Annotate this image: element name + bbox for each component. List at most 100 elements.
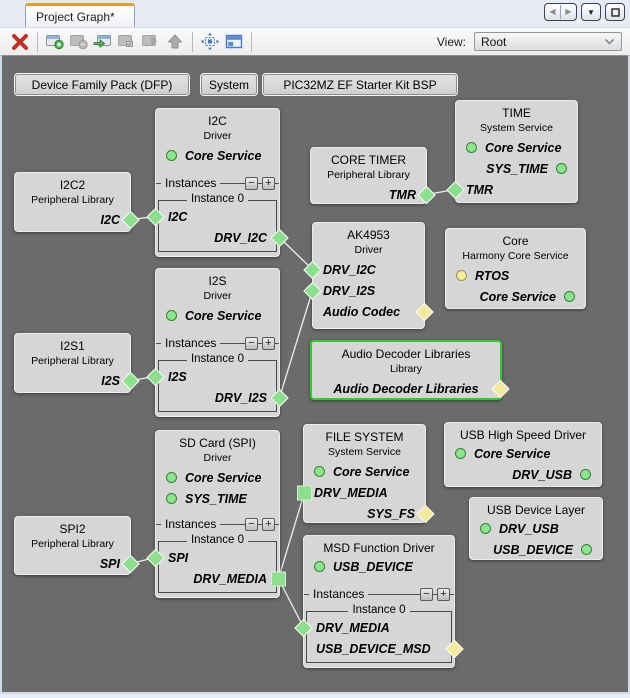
- delete-icon[interactable]: [8, 30, 32, 54]
- green-square-port-icon[interactable]: [271, 571, 286, 586]
- chip-label: System: [208, 77, 249, 92]
- green-dot-icon[interactable]: [466, 142, 477, 153]
- green-diamond-port-icon[interactable]: [121, 554, 140, 573]
- yellow-diamond-port-icon[interactable]: [491, 379, 510, 398]
- instances-add-button[interactable]: +: [437, 587, 450, 601]
- port-label: Audio Codec: [323, 304, 401, 319]
- move-up-icon[interactable]: [163, 30, 187, 54]
- instances-add-button[interactable]: +: [262, 176, 275, 190]
- add-component-icon[interactable]: [43, 30, 67, 54]
- instances-header: Instances−+: [156, 336, 279, 350]
- green-diamond-port-icon[interactable]: [121, 371, 140, 390]
- view-select[interactable]: Root: [474, 32, 622, 51]
- green-dot-icon[interactable]: [314, 466, 325, 477]
- chip-system[interactable]: System: [200, 73, 258, 96]
- remove-component-icon[interactable]: [67, 30, 91, 54]
- green-dot-icon[interactable]: [580, 469, 591, 480]
- green-dot-icon[interactable]: [166, 150, 177, 161]
- instances-add-button[interactable]: +: [262, 517, 275, 531]
- port-label: USB_DEVICE: [493, 542, 573, 557]
- fit-to-view-icon[interactable]: [198, 30, 222, 54]
- graph-canvas[interactable]: Device Family Pack (DFP) System PIC32MZ EF…: [0, 55, 630, 694]
- legend-line: [275, 182, 279, 184]
- green-diamond-port-icon[interactable]: [146, 548, 165, 567]
- port-label: Audio Decoder Libraries: [333, 381, 479, 396]
- port-label: DRV_I2S: [323, 283, 376, 298]
- yellow-diamond-port-icon[interactable]: [445, 639, 464, 658]
- accept-component-icon[interactable]: [115, 30, 139, 54]
- connection-line: [278, 290, 314, 398]
- green-dot-icon[interactable]: [166, 310, 177, 321]
- green-dot-icon[interactable]: [556, 163, 567, 174]
- instances-label: Instances: [313, 587, 365, 601]
- port-row-drv-usb: DRV_USB: [470, 518, 602, 539]
- instances-add-button[interactable]: +: [262, 336, 275, 350]
- green-square-port-icon[interactable]: [297, 485, 312, 500]
- node-title: I2S1: [60, 339, 85, 353]
- port-label: Core Service: [479, 289, 556, 304]
- green-diamond-port-icon[interactable]: [270, 228, 289, 247]
- instances-remove-button[interactable]: −: [420, 587, 433, 601]
- node-subtitle: Driver: [203, 452, 232, 464]
- tab-scroll-right-icon[interactable]: ▶: [565, 7, 572, 16]
- instances-remove-button[interactable]: −: [245, 517, 258, 531]
- green-diamond-port-icon[interactable]: [303, 260, 322, 279]
- legend-line: [368, 593, 420, 595]
- green-diamond-port-icon[interactable]: [446, 180, 465, 199]
- yellow-diamond-port-icon[interactable]: [415, 302, 434, 321]
- tab-project-graph[interactable]: Project Graph*: [25, 3, 135, 27]
- tab-list-dropdown-icon[interactable]: ▼: [581, 3, 601, 21]
- green-diamond-port-icon[interactable]: [270, 388, 289, 407]
- port-row-core-service: Core Service: [156, 305, 279, 326]
- green-diamond-port-icon[interactable]: [146, 207, 165, 226]
- overview-icon[interactable]: [222, 30, 246, 54]
- instances-remove-button[interactable]: −: [245, 336, 258, 350]
- yellow-diamond-port-icon[interactable]: [416, 504, 435, 523]
- maximize-icon[interactable]: [605, 3, 625, 21]
- green-diamond-port-icon[interactable]: [303, 281, 322, 300]
- yellow-dot-icon[interactable]: [456, 270, 467, 281]
- green-dot-icon[interactable]: [314, 561, 325, 572]
- port-row-sys-time: SYS_TIME: [456, 158, 577, 179]
- toolbar-separator: [37, 31, 38, 52]
- graph-toolbar: View: Root: [0, 27, 630, 55]
- green-diamond-port-icon[interactable]: [121, 210, 140, 229]
- green-diamond-port-icon[interactable]: [146, 367, 165, 386]
- chip-pic32mz-ef-starter-kit-bsp[interactable]: PIC32MZ EF Starter Kit BSP: [262, 73, 458, 96]
- green-diamond-port-icon[interactable]: [294, 618, 313, 637]
- green-dot-icon[interactable]: [166, 493, 177, 504]
- tab-scroll-left-icon[interactable]: ◀: [545, 5, 561, 19]
- port-label: SPI: [99, 556, 120, 571]
- port-label: I2C: [168, 209, 188, 224]
- node-title: TIME: [502, 106, 531, 120]
- green-dot-icon[interactable]: [480, 523, 491, 534]
- chip-device-family-pack-dfp[interactable]: Device Family Pack (DFP): [14, 73, 190, 96]
- revert-component-icon[interactable]: [139, 30, 163, 54]
- instances-remove-button[interactable]: −: [245, 176, 258, 190]
- green-dot-icon[interactable]: [581, 544, 592, 555]
- green-dot-icon[interactable]: [455, 448, 466, 459]
- legend-line: [275, 523, 279, 525]
- green-dot-icon[interactable]: [166, 472, 177, 483]
- import-component-icon[interactable]: [91, 30, 115, 54]
- green-dot-icon[interactable]: [564, 291, 575, 302]
- instances-header: Instances −+: [304, 587, 454, 601]
- green-diamond-port-icon[interactable]: [417, 185, 436, 204]
- port-label: I2S: [101, 373, 120, 388]
